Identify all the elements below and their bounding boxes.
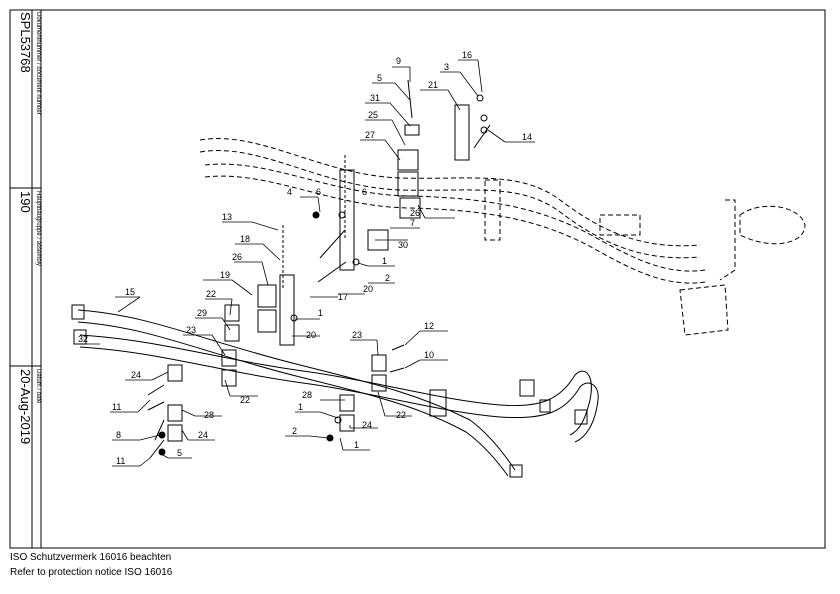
callout-label: 5 [377,73,382,83]
callout-label: 23 [186,325,196,335]
drawing-frame [9,9,826,549]
callout-label: 24 [198,430,208,440]
callout-label: 25 [368,110,378,120]
callout-label: 19 [220,270,230,280]
callout-label: 30 [398,240,408,250]
callout-label: 3 [444,62,449,72]
callout-label: 28 [204,410,214,420]
callout-label: 20 [363,284,373,294]
callout-label: 14 [522,132,532,142]
dashed-hose-upper [199,138,806,336]
chain-links [282,155,346,290]
callout-label: 32 [78,334,88,344]
callout-label: 27 [365,130,375,140]
callout-label: 20 [306,330,316,340]
protection-notice-en: Refer to protection notice ISO 16016 [10,567,173,578]
callout-label: 21 [428,80,438,90]
callout-label: 2 [385,273,390,283]
callout-label: 7 [410,218,415,228]
callout-label: 29 [197,308,207,318]
callout-label: 2 [292,426,297,436]
callout-label: 22 [240,395,250,405]
clamp-components [167,104,470,442]
callout-label: 1 [298,402,303,412]
callout-label: 15 [125,287,135,297]
callout-label: 8 [116,430,121,440]
callout-label: 13 [222,212,232,222]
callout-label: 17 [338,292,348,302]
callout-label: 4 [287,187,292,197]
callout-label: 11 [112,402,121,412]
callout-label: 9 [396,56,401,66]
callout-label: 24 [362,420,372,430]
callout-label: 26 [410,208,420,218]
callout-label: 18 [240,234,250,244]
callout-label: 16 [462,50,472,60]
callout-label: 11 [116,456,125,466]
callout-label: 22 [206,289,216,299]
callout-label: 22 [396,410,406,420]
callout-label: 12 [424,321,434,331]
callout-label: 28 [302,390,312,400]
callout-label: 1 [382,256,387,266]
callout-label: 1 [354,440,359,450]
protection-notice-de: ISO Schutzvermerk 16016 beachten [10,552,172,563]
solid-hose-lower [71,304,599,478]
callout-label: 26 [232,252,242,262]
callout-label: 24 [131,370,141,380]
callout-label: 23 [352,330,362,340]
leader-lines [78,59,535,467]
callout-label: 1 [318,308,323,318]
bolts-and-pins [147,79,491,459]
callout-label: 10 [424,350,434,360]
callout-label: 6 [362,187,367,197]
callout-labels: 9 16 3 5 21 31 25 14 27 4 6 6 13 7 30 18… [78,50,532,466]
callout-label: 6 [316,187,321,197]
callout-label: 5 [177,448,182,458]
callout-label: 31 [370,93,380,103]
